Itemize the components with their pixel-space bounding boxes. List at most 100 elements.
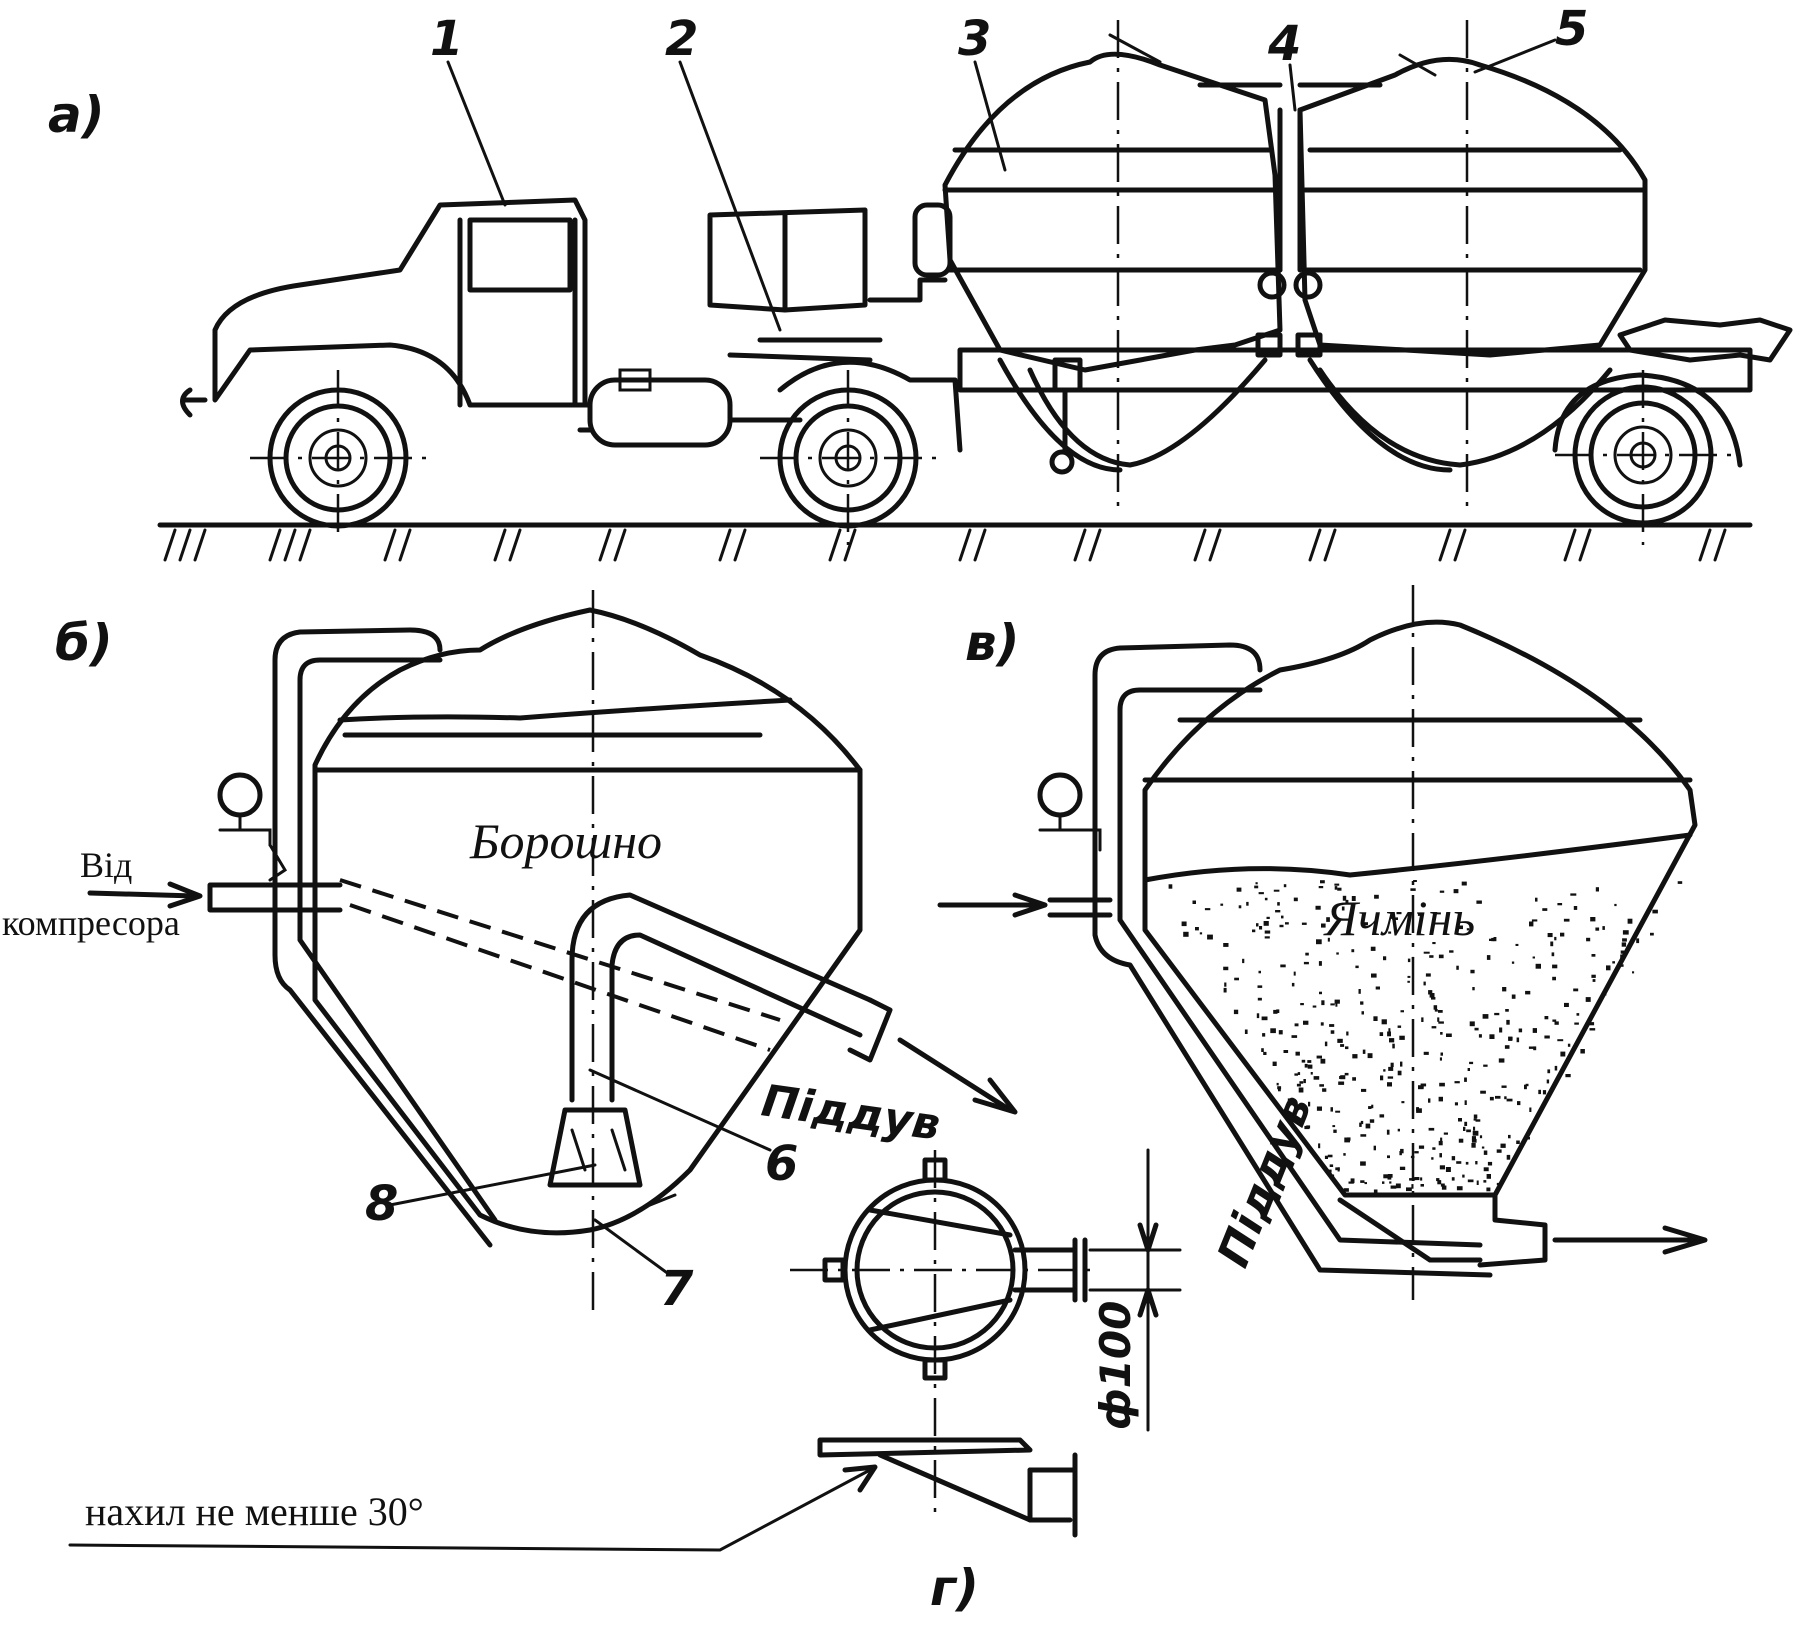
grain-speck bbox=[1551, 952, 1555, 957]
grain-speck bbox=[1387, 1176, 1392, 1180]
grain-speck bbox=[1414, 1177, 1420, 1181]
grain-speck bbox=[1511, 994, 1516, 999]
grain-speck bbox=[1467, 1068, 1470, 1071]
grain-speck bbox=[1355, 965, 1359, 969]
grain-speck bbox=[1359, 1122, 1362, 1127]
grain-speck bbox=[1387, 1082, 1392, 1087]
grain-speck bbox=[1552, 976, 1556, 981]
grain-speck bbox=[1440, 1052, 1443, 1056]
grain-speck bbox=[1469, 1061, 1474, 1065]
grain-speck bbox=[1244, 1029, 1248, 1034]
grain-speck bbox=[1504, 1045, 1510, 1049]
grain-speck bbox=[1487, 1161, 1493, 1166]
grain-speck bbox=[1614, 903, 1617, 907]
grain-speck bbox=[1281, 915, 1284, 919]
grain-speck bbox=[1387, 1155, 1390, 1159]
grain-speck bbox=[1383, 956, 1387, 961]
grain-speck bbox=[1508, 1134, 1511, 1139]
part-number-6: 6 bbox=[765, 1136, 798, 1192]
grain-speck bbox=[1423, 981, 1426, 986]
truck-frame bbox=[577, 402, 803, 433]
grain-speck bbox=[1207, 934, 1213, 940]
grain-speck bbox=[1542, 908, 1548, 911]
grain-speck bbox=[1636, 938, 1640, 944]
air-pipe-inner bbox=[297, 657, 498, 1223]
grain-speck bbox=[1421, 1017, 1424, 1022]
grain-speck bbox=[1438, 1021, 1444, 1024]
grain-speck bbox=[1330, 1003, 1335, 1006]
grain-speck bbox=[1429, 993, 1435, 998]
grain-speck bbox=[1258, 970, 1261, 974]
grain-speck bbox=[1338, 1081, 1345, 1085]
grain-speck bbox=[1264, 897, 1268, 901]
grain-speck bbox=[1456, 965, 1459, 970]
grain-speck bbox=[1506, 1019, 1510, 1025]
grain-speck bbox=[1318, 961, 1322, 966]
grain-speck bbox=[1273, 889, 1280, 892]
aerator-cone bbox=[547, 1107, 643, 1188]
grain-speck bbox=[1420, 1083, 1427, 1087]
grain-speck bbox=[1406, 1187, 1412, 1192]
grain-speck bbox=[1475, 1119, 1481, 1122]
flour-hopper-view bbox=[87, 590, 1018, 1310]
grain-speck bbox=[1677, 881, 1683, 884]
trailer-wheel bbox=[1552, 370, 1743, 545]
grain-speck bbox=[1324, 1041, 1328, 1047]
grain-speck bbox=[1411, 956, 1415, 960]
barley-hopper-body bbox=[1142, 619, 1698, 1198]
grain-speck bbox=[1397, 1070, 1402, 1076]
grain-speck bbox=[1279, 924, 1284, 928]
grain-speck bbox=[1392, 1043, 1395, 1049]
grain-speck bbox=[1266, 916, 1270, 919]
grain-speck bbox=[1464, 1077, 1467, 1082]
outlet-arrowhead bbox=[972, 1077, 1018, 1115]
grain-speck bbox=[1305, 952, 1309, 956]
grain-speck bbox=[1552, 1019, 1557, 1022]
grain-speck bbox=[1471, 1138, 1477, 1143]
from-compressor-label-line1: Від bbox=[80, 845, 132, 885]
grain-speck bbox=[1223, 943, 1229, 947]
grain-speck bbox=[1585, 997, 1591, 1002]
grain-speck bbox=[1573, 906, 1578, 910]
grain-speck bbox=[1445, 1167, 1451, 1172]
grain-speck bbox=[1373, 1016, 1378, 1021]
grain-speck bbox=[1595, 887, 1599, 892]
grain-speck bbox=[1379, 1114, 1385, 1118]
grain-speck bbox=[1502, 987, 1507, 992]
grain-speck bbox=[1589, 1028, 1596, 1031]
compressor-box bbox=[707, 202, 953, 363]
part-number-4: 4 bbox=[1267, 16, 1301, 72]
barley-pressure-gauge bbox=[1037, 772, 1083, 818]
grain-speck bbox=[1425, 973, 1431, 977]
tank-5 bbox=[1297, 20, 1648, 510]
grain-speck bbox=[1335, 1003, 1338, 1007]
grain-speck bbox=[1465, 1161, 1469, 1165]
part-number-1: 1 bbox=[430, 11, 463, 67]
grain-speck bbox=[1273, 1009, 1278, 1014]
grain-speck bbox=[1350, 1178, 1355, 1184]
grain-speck bbox=[1280, 964, 1286, 968]
grain-speck bbox=[1291, 1035, 1298, 1038]
grain-speck bbox=[1329, 1164, 1334, 1167]
grain-speck bbox=[1588, 1022, 1595, 1026]
rear-truck-wheel bbox=[760, 359, 963, 545]
grain-speck bbox=[1535, 963, 1541, 969]
grain-speck bbox=[1390, 915, 1395, 919]
grain-speck bbox=[1461, 881, 1467, 886]
grain-speck bbox=[1387, 1076, 1394, 1079]
grain-speck bbox=[1475, 1161, 1478, 1165]
grain-speck bbox=[1456, 1161, 1462, 1164]
grain-speck bbox=[1368, 1106, 1372, 1109]
grain-speck bbox=[1632, 971, 1635, 974]
grain-speck bbox=[1388, 1028, 1391, 1033]
tank-3 bbox=[942, 20, 1283, 510]
grain-speck bbox=[1410, 888, 1416, 891]
grain-speck bbox=[1423, 1051, 1429, 1055]
grain-speck bbox=[1595, 927, 1600, 931]
dim-arrow-bottom bbox=[1137, 1287, 1159, 1318]
leader-3b bbox=[1108, 33, 1162, 64]
grain-speck bbox=[1234, 977, 1239, 981]
grain-speck bbox=[1397, 1128, 1400, 1132]
grain-speck bbox=[1535, 897, 1538, 902]
grain-speck bbox=[1395, 1183, 1401, 1189]
